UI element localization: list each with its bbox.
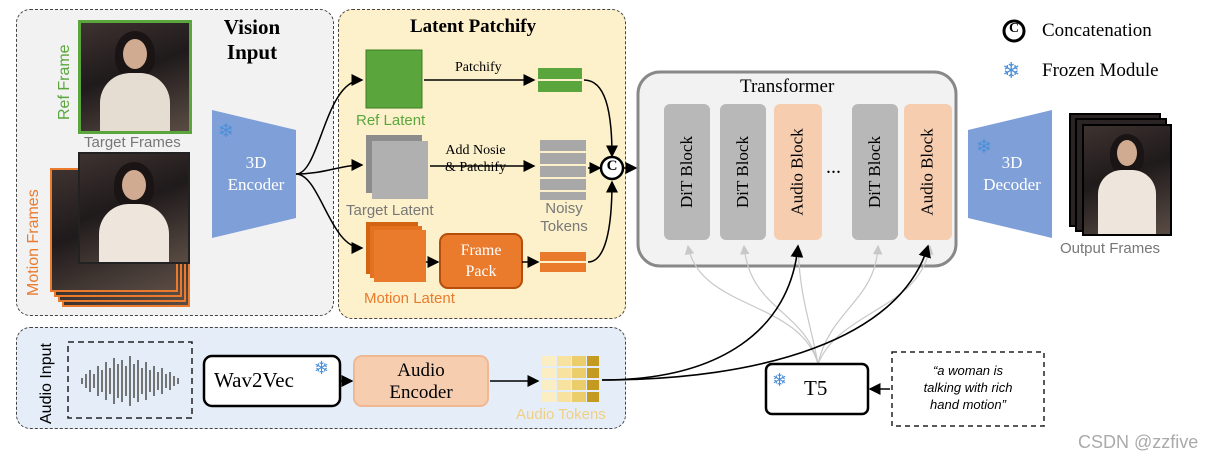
encoder-3d-shape — [212, 110, 296, 238]
motion-token-2 — [540, 263, 586, 272]
add-noise-label: Add Nosie & Patchify — [445, 143, 507, 175]
concat-c-label: C — [606, 158, 618, 174]
output-frames-label: Output Frames — [1060, 240, 1161, 257]
target-frame-image — [78, 152, 190, 264]
arrow-motion-to-concat — [587, 180, 618, 263]
audio-tokens-to-audio-block-1 — [601, 244, 804, 381]
decoder-3d-shape — [968, 110, 1052, 238]
arrow-encoder-to-target-latent — [295, 159, 364, 175]
prompt-box — [891, 351, 1045, 427]
audio-block-2: Audio Block — [904, 104, 952, 240]
t5-to-dit-3 — [817, 244, 883, 365]
arrow-encoder-to-ref-latent — [295, 74, 364, 175]
wav2vec-label: Wav2Vec — [214, 368, 294, 392]
arrow-ref-to-concat — [583, 79, 618, 158]
ref-latent-block — [365, 49, 423, 109]
motion-token-1 — [540, 252, 586, 261]
noisy-token-3 — [540, 166, 586, 177]
frame-pack-box — [439, 233, 523, 289]
motion-latent-block-1 — [374, 230, 426, 282]
arrow-encoder-to-motion-latent — [295, 173, 364, 254]
patchify-label: Patchify — [455, 60, 502, 75]
legend-concat-symbol: C — [1008, 21, 1020, 36]
prompt-text: “a woman is talking with rich hand motio… — [923, 363, 1013, 412]
audio-input-label: Audio Input — [38, 343, 55, 424]
transformer-title: Transformer — [740, 76, 835, 97]
noisy-token-5 — [540, 192, 586, 200]
t5-label: T5 — [804, 376, 828, 400]
t5-to-audio-2 — [817, 244, 934, 365]
target-latent-label: Target Latent — [346, 202, 434, 219]
wav2vec-frozen-icon: ❄ — [314, 358, 330, 378]
dit-block-1: DiT Block — [664, 104, 710, 240]
ref-token-2 — [538, 81, 582, 92]
noisy-token-4 — [540, 179, 586, 190]
t5-to-audio-1 — [793, 244, 819, 365]
audio-encoder-box — [353, 355, 489, 407]
target-latent-block — [372, 141, 428, 199]
audio-tokens-label: Audio Tokens — [516, 406, 606, 423]
vision-input-title: Vision Input — [223, 15, 281, 64]
concat-symbol — [599, 155, 625, 181]
legend-snowflake-icon: ❄ — [1002, 58, 1021, 83]
noisy-token-1 — [540, 140, 586, 151]
ref-token-1 — [538, 68, 582, 79]
t5-to-dit-2 — [740, 244, 819, 365]
target-frames-label: Target Frames — [84, 134, 181, 151]
ref-frame-image — [78, 20, 192, 134]
audio-tokens-grid — [542, 356, 599, 402]
dit-block-3: DiT Block — [852, 104, 898, 240]
t5-box — [764, 362, 870, 416]
encoder-frozen-icon: ❄ — [218, 121, 234, 142]
decoder-frozen-icon: ❄ — [976, 137, 992, 158]
latent-patchify-title: Latent Patchify — [410, 16, 537, 37]
watermark: CSDN @zzfive — [1078, 432, 1199, 452]
audio-block-1: Audio Block — [774, 104, 822, 240]
waveform-icon — [81, 356, 179, 406]
dit-block-2: DiT Block — [720, 104, 766, 240]
output-frame-image — [1082, 124, 1172, 236]
motion-latent-label: Motion Latent — [364, 290, 455, 307]
ref-latent-label: Ref Latent — [356, 112, 426, 129]
transformer-ellipsis: ... — [826, 156, 841, 178]
noisy-token-2 — [540, 153, 586, 164]
legend-concat-label: Concatenation — [1042, 20, 1152, 41]
waveform-box — [67, 341, 193, 419]
t5-frozen-icon: ❄ — [772, 370, 788, 390]
legend-concat-icon — [1002, 19, 1026, 43]
legend-frozen-label: Frozen Module — [1042, 60, 1159, 81]
audio-tokens-to-audio-block-2 — [601, 244, 931, 381]
t5-to-dit-1 — [684, 244, 819, 365]
